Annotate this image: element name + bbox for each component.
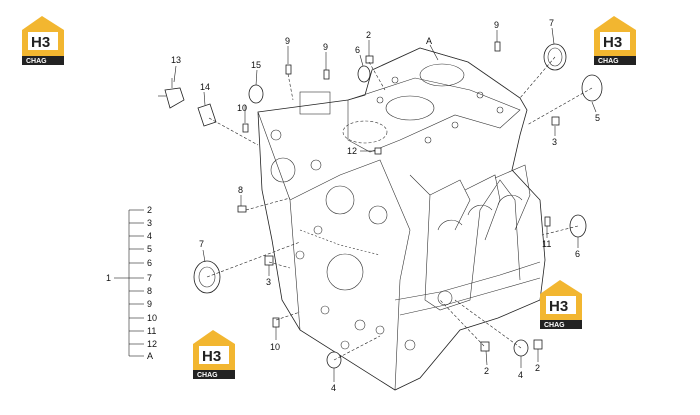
callout-9: 9 [323,42,328,52]
watermark-logo: H3 CHAG [540,280,582,329]
callout-6: 6 [355,45,360,55]
legend-item: 5 [147,244,152,254]
part-3-plug-right [551,116,560,126]
legend-item: 8 [147,286,152,296]
part-14-plug [197,103,217,127]
svg-text:CHAG: CHAG [544,322,565,329]
callout-9: 9 [285,36,290,46]
watermark-logo: H3 CHAG [594,16,636,65]
svg-text:H3: H3 [603,34,622,51]
part-6-plug-top [357,65,371,83]
callout-4: 4 [518,370,523,380]
svg-text:H3: H3 [549,298,568,315]
legend-group-label: 1 [106,273,111,283]
part-2-plug-top [365,55,374,64]
legend-item: 12 [147,339,157,349]
callout-11: 11 [542,239,551,249]
watermark-logo: H3 CHAG [193,330,235,379]
legend-item: A [147,351,153,361]
callout-7: 7 [549,18,554,28]
legend-item: 4 [147,231,152,241]
callout-5: 5 [595,113,600,123]
leader-lines [173,27,597,382]
callout-9: 9 [494,20,499,30]
callout-4: 4 [331,383,336,393]
callout-12: 12 [347,146,357,156]
svg-text:CHAG: CHAG [26,58,47,65]
legend-item: 3 [147,218,152,228]
part-9-pins [285,41,501,80]
callout-10: 10 [270,342,280,352]
callout-3: 3 [266,277,271,287]
part-2-plug-bottom [480,339,543,352]
legend-item: 6 [147,258,152,268]
legend-item: 9 [147,299,152,309]
legend-bracket: 1 2 3 4 5 6 7 8 9 10 11 12 A [106,205,157,361]
callout-2: 2 [484,366,489,376]
legend-item: 2 [147,205,152,215]
part-10-pin-top [242,123,249,133]
svg-text:CHAG: CHAG [197,372,218,379]
watermark-logo: H3 CHAG [22,16,64,65]
callout-2: 2 [366,30,371,40]
callout-A: A [426,36,432,46]
callout-13: 13 [171,55,181,65]
svg-text:H3: H3 [31,34,50,51]
callout-3: 3 [552,137,557,147]
part-3-plug-left [264,255,274,266]
callout-7: 7 [199,239,204,249]
callout-6: 6 [575,249,580,259]
legend-item: 10 [147,313,157,323]
legend-item: 7 [147,273,152,283]
legend-item: 11 [147,326,156,336]
part-11-pin [544,216,551,227]
part-15-cap [248,84,264,104]
callout-labels: 13 14 15 9 9 9 6 2 A 7 10 12 5 3 8 7 3 1… [171,18,600,393]
callout-14: 14 [200,82,210,92]
svg-text:CHAG: CHAG [598,58,619,65]
svg-text:H3: H3 [202,348,221,365]
callout-2: 2 [535,363,540,373]
callout-10: 10 [237,103,247,113]
callout-15: 15 [251,60,261,70]
part-12-pin [374,147,382,155]
part-13-sensor [158,78,185,109]
part-8-pin [237,205,247,213]
callout-8: 8 [238,185,243,195]
cylinder-block [257,47,546,391]
